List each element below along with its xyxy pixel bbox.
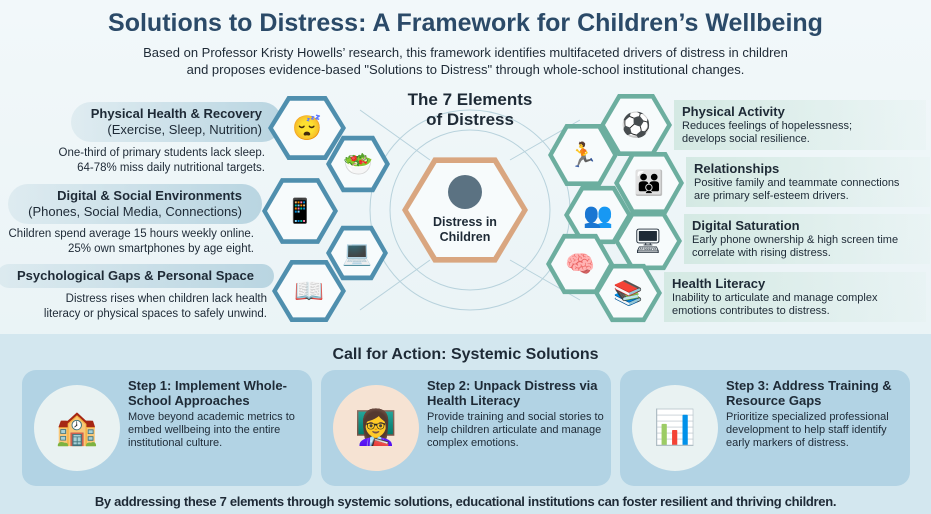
element-title: Psychological Gaps & Personal Space <box>17 268 254 283</box>
step-text: Step 2: Unpack Distress via Health Liter… <box>427 378 607 450</box>
center-label-line: Distress in <box>433 215 497 229</box>
hex-phone: 📱 <box>262 178 338 244</box>
step-text: Step 1: Implement Whole-School Approache… <box>128 378 308 450</box>
teacher-icon: 👩‍🏫 <box>333 385 419 471</box>
hex-reading: 📖 <box>272 259 346 323</box>
phone-icon: 📱 <box>267 182 333 240</box>
element-subtitle: (Phones, Social Media, Connections) <box>28 204 242 219</box>
food-icon: 🥗 <box>331 140 385 188</box>
closing-statement: By addressing these 7 elements through s… <box>94 494 837 509</box>
step-card-3: 📊 Step 3: Address Training & Resource Ga… <box>620 370 910 486</box>
running-children-icon: 🏃 <box>553 128 613 182</box>
trainer-icon: 📊 <box>632 385 718 471</box>
element-title: Health Literacy <box>672 276 766 291</box>
element-stat: One-third of primary students lack sleep… <box>59 146 265 176</box>
stat-line: One-third of primary students lack sleep… <box>58 147 265 159</box>
center-label: Distress in Children <box>408 163 522 257</box>
hex-family: 👪 <box>614 151 684 215</box>
element-health-literacy: Health Literacy Inability to articulate … <box>664 272 926 322</box>
element-physical-health: Physical Health & Recovery (Exercise, Sl… <box>70 102 282 142</box>
action-title: Call for Action: Systemic Solutions <box>332 346 599 363</box>
screen-icon: 💻 <box>331 230 383 276</box>
stat-line: literacy or physical spaces to safely un… <box>43 308 267 320</box>
hex-play: ⚽ <box>600 93 672 157</box>
element-title: Digital & Social Environments <box>57 188 242 203</box>
book-brain-icon: 📚 <box>599 268 657 318</box>
element-desc: develops social resilience. <box>682 133 810 145</box>
element-desc: correlate with rising distress. <box>692 247 831 259</box>
step-desc: Prioritize specialized professional deve… <box>726 411 889 449</box>
element-desc: emotions contributes to distress. <box>672 305 830 317</box>
element-desc: Positive family and teammate connections <box>694 177 900 189</box>
element-desc: Reduces feelings of hopelessness; <box>682 120 852 132</box>
step-desc: Move beyond academic metrics to embed we… <box>128 411 295 449</box>
sleep-icon: 😴 <box>273 100 341 156</box>
step-card-1: 🏫 Step 1: Implement Whole-School Approac… <box>22 370 312 486</box>
elements-title-line: The 7 Elements <box>407 90 533 109</box>
element-digital-saturation: Digital Saturation Early phone ownership… <box>684 214 930 264</box>
child-silhouette-icon <box>448 175 482 209</box>
family-icon: 👪 <box>619 156 679 210</box>
stat-line: Children spend average 15 hours weekly o… <box>8 228 255 240</box>
element-physical-activity: Physical Activity Reduces feelings of ho… <box>674 100 926 150</box>
element-stat: Distress rises when children lack health… <box>44 292 267 322</box>
element-desc: are primary self-esteem drivers. <box>694 190 849 202</box>
hex-run: 🏃 <box>548 123 618 187</box>
subtitle-line: Based on Professor Kristy Howells’ resea… <box>143 45 788 60</box>
element-title: Physical Health & Recovery <box>90 106 262 121</box>
element-title: Physical Activity <box>682 104 785 119</box>
center-label-line: Children <box>439 230 491 244</box>
school-icon: 🏫 <box>34 385 120 471</box>
step-title: Step 2: Unpack Distress via Health Liter… <box>427 378 598 408</box>
subtitle-line: and proposes evidence-based "Solutions t… <box>186 62 745 77</box>
element-psychological: Psychological Gaps & Personal Space <box>0 264 274 288</box>
stat-line: Distress rises when children lack health <box>65 293 267 305</box>
step-card-2: 👩‍🏫 Step 2: Unpack Distress via Health L… <box>321 370 611 486</box>
brain-icon: 🧠 <box>551 238 609 290</box>
element-subtitle: (Exercise, Sleep, Nutrition) <box>107 122 262 137</box>
group-icon: 👥 <box>569 190 627 240</box>
step-title: Step 1: Implement Whole-School Approache… <box>128 378 287 408</box>
element-title: Digital Saturation <box>692 218 800 233</box>
devices-icon: 🖥 <box>619 216 677 266</box>
elements-title-line: of Distress <box>426 110 514 129</box>
element-desc: Inability to articulate and manage compl… <box>672 292 878 304</box>
element-title: Relationships <box>694 161 780 176</box>
stat-line: 64-78% miss daily nutritional targets. <box>77 162 265 174</box>
hex-screen: 💻 <box>326 225 388 281</box>
page-title: Solutions to Distress: A Framework for C… <box>108 9 823 37</box>
element-stat: Children spend average 15 hours weekly o… <box>9 227 255 257</box>
element-relationships: Relationships Positive family and teamma… <box>686 157 930 207</box>
step-title: Step 3: Address Training & Resource Gaps <box>726 378 892 408</box>
stat-line: 25% own smartphones by age eight. <box>67 243 254 255</box>
element-digital-social: Digital & Social Environments (Phones, S… <box>8 184 262 224</box>
play-icon: ⚽ <box>605 98 667 152</box>
subtitle: Based on Professor Kristy Howells’ resea… <box>0 44 931 78</box>
hex-sleep: 😴 <box>268 96 346 160</box>
step-desc: Provide training and social stories to h… <box>427 411 604 449</box>
step-text: Step 3: Address Training & Resource Gaps… <box>726 378 906 450</box>
reading-child-icon: 📖 <box>277 264 341 318</box>
element-desc: Early phone ownership & high screen time <box>692 234 899 246</box>
elements-title: The 7 Elements of Distress <box>390 90 550 130</box>
